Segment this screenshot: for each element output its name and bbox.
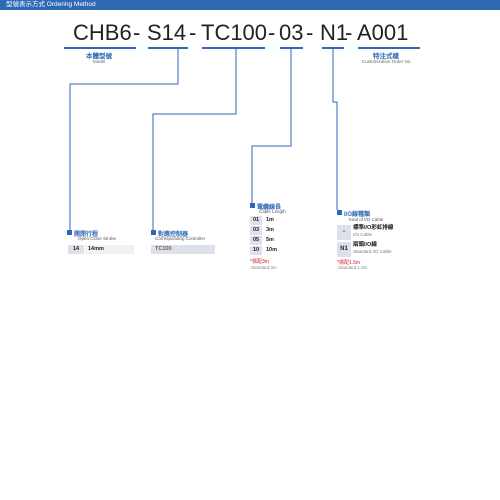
code-cable: 03 — [279, 20, 304, 45]
cable-row-key: 01 — [250, 216, 262, 225]
controller-underline — [202, 47, 265, 49]
io-note: *標配1.5m — [337, 260, 361, 266]
cable-title: 電纜線長 — [257, 205, 282, 211]
model-underline — [64, 47, 136, 49]
cable-row-key: 03 — [250, 226, 262, 235]
code-controller: TC100 — [201, 20, 268, 45]
cable-row-value: 5m — [263, 236, 316, 245]
stroke-title: 開閉行程 — [74, 232, 99, 238]
cable-row-value: 10m — [263, 246, 316, 255]
stroke-value: 14mm — [85, 245, 134, 254]
io-row-key: N1 — [337, 242, 351, 257]
controller-title-en: Corresponding Controller — [155, 236, 206, 241]
stroke-connector — [69, 48, 179, 230]
cable-row-value: 1m — [263, 216, 316, 225]
cable-row-key: 10 — [250, 246, 262, 255]
io-title: I/O線種類 — [344, 212, 371, 218]
code-io: N1 — [320, 20, 349, 45]
code-stroke: S14 — [147, 20, 187, 45]
controller-value: TC100 — [151, 245, 215, 254]
io-row-key: - — [337, 225, 351, 240]
io-row-value-cn: 兩頭I/O線 — [353, 242, 377, 248]
cable-note-en: Standard:3m — [251, 265, 277, 270]
cable-title-en: Cable Length — [259, 209, 286, 214]
controller-marker — [151, 230, 156, 235]
custom-label-en: Customization Order No. — [362, 59, 412, 64]
model-label-en: Model — [93, 59, 106, 64]
cable-underline — [280, 47, 303, 49]
io-connector — [332, 48, 338, 210]
io-row-value: 兩頭I/O線 Standard I/O Cable — [353, 242, 413, 257]
header-bar — [0, 0, 500, 10]
code-sep-4: - — [306, 20, 314, 45]
cable-connector — [251, 48, 292, 203]
controller-connector — [152, 48, 237, 230]
stroke-title-en: Open Close Stroke — [78, 236, 117, 241]
code-sep-3: - — [268, 20, 276, 45]
io-row-value: 標準I/O彩虹排線 I/O Cable — [353, 225, 413, 240]
io-row-value-en: I/O Cable — [353, 232, 373, 237]
io-note-en: Standard:1.5m — [338, 265, 368, 270]
cable-note: *標配3m — [250, 259, 269, 265]
cable-row-value: 3m — [263, 226, 316, 235]
custom-underline — [358, 47, 420, 49]
custom-label: 特注式樣 — [373, 53, 399, 60]
io-title-en: Kind of I/O Cable — [349, 217, 384, 222]
cable-row-key: 05 — [250, 236, 262, 245]
stroke-key: 14 — [68, 245, 84, 254]
cable-marker — [250, 203, 255, 208]
code-sep-2: - — [189, 20, 197, 45]
io-underline — [322, 47, 344, 49]
controller-title: 對應控制器 — [158, 232, 189, 238]
code-model: CHB6 — [73, 20, 132, 45]
code-sep-1: - — [133, 20, 141, 45]
model-label: 本體型號 — [86, 53, 112, 60]
header-title: 型號表示方式 Ordering Method — [6, 1, 96, 8]
stroke-marker — [67, 230, 72, 235]
code-sep-5: - — [345, 20, 353, 45]
io-row-value-cn: 標準I/O彩虹排線 — [353, 225, 394, 231]
io-row-value-en: Standard I/O Cable — [353, 249, 392, 254]
io-marker — [337, 210, 342, 215]
code-custom: A001 — [357, 20, 409, 45]
stroke-underline — [148, 47, 188, 49]
